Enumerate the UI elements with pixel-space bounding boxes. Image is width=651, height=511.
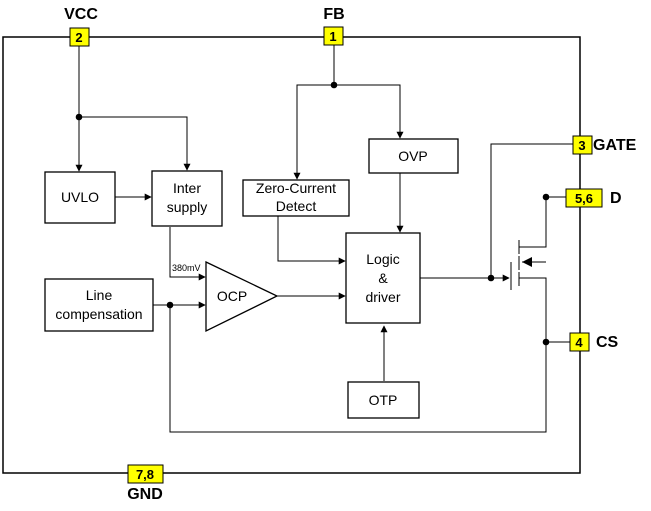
ovp-label: OVP [398,148,428,164]
cs-pin-label: CS [596,334,619,351]
junction-dots [75,81,550,346]
vcc-pin-number: 2 [75,30,82,45]
chip-outline [2,36,581,474]
vcc-junction-dot [75,113,83,121]
otp-block: OTP [347,381,420,419]
pin-vcc: VCC 2 [64,6,98,47]
cs-feedback-wire [169,305,547,433]
drain-junction-dot [542,193,550,201]
vcc-pin-label: VCC [64,6,98,23]
logic-label-line3: driver [365,289,400,305]
logic-label-line1: Logic [366,251,399,267]
gate-pin-wire [490,143,573,278]
linecomp-label-line2: compensation [55,306,142,322]
inter-supply-block: Inter supply [151,170,223,227]
d-pin-label: D [610,190,622,207]
fb-pin-label: FB [323,6,344,23]
logic-label-line2: & [378,270,388,286]
otp-label: OTP [369,392,398,408]
pin-fb: FB 1 [323,6,345,46]
fb-pin-number: 1 [329,29,336,44]
ocp-comparator: OCP [205,260,279,333]
fb-junction-dot [330,81,338,89]
gate-pin-number: 3 [578,138,585,153]
mosfet-drain-wire [519,196,566,248]
pin-gnd: 7,8 GND [127,464,164,503]
pin-gate: 3 GATE [572,135,637,155]
ocp-label: OCP [217,288,247,304]
zcd-label-line2: Detect [276,198,317,214]
mosfet-source-wire [519,277,570,343]
uvlo-block: UVLO [44,171,116,224]
line-compensation-block: Line compensation [44,278,154,332]
gate-junction-dot [487,274,495,282]
vcc-to-supply-wire [79,116,191,171]
gate-pin-label: GATE [593,137,637,154]
ref-voltage-label: 380mV [172,263,201,273]
ovp-block: OVP [368,138,459,174]
d-pin-number: 5,6 [575,191,593,206]
gnd-pin-label: GND [127,486,163,503]
mosfet-arrow [522,257,532,267]
zero-current-detect-block: Zero-Current Detect [242,179,350,217]
inter-supply-label-line2: supply [167,199,207,215]
pin-d: 5,6 D [565,188,622,208]
uvlo-label: UVLO [61,189,99,205]
linecomp-label-line1: Line [86,287,113,303]
fb-to-ovp-wire [334,84,404,139]
gnd-pin-number: 7,8 [136,467,154,482]
inter-supply-label-line1: Inter [173,180,201,196]
zcd-label-line1: Zero-Current [256,180,336,196]
zcd-to-logic-wire [277,216,346,265]
fb-to-zcd-wire [293,84,334,180]
ref-to-ocp-wire [169,227,206,281]
cs-junction-dot [542,338,550,346]
logic-driver-block: Logic & driver [345,232,421,324]
cs-pin-number: 4 [575,335,583,350]
pin-cs: 4 CS [569,332,619,352]
linecomp-junction-dot [166,301,174,309]
